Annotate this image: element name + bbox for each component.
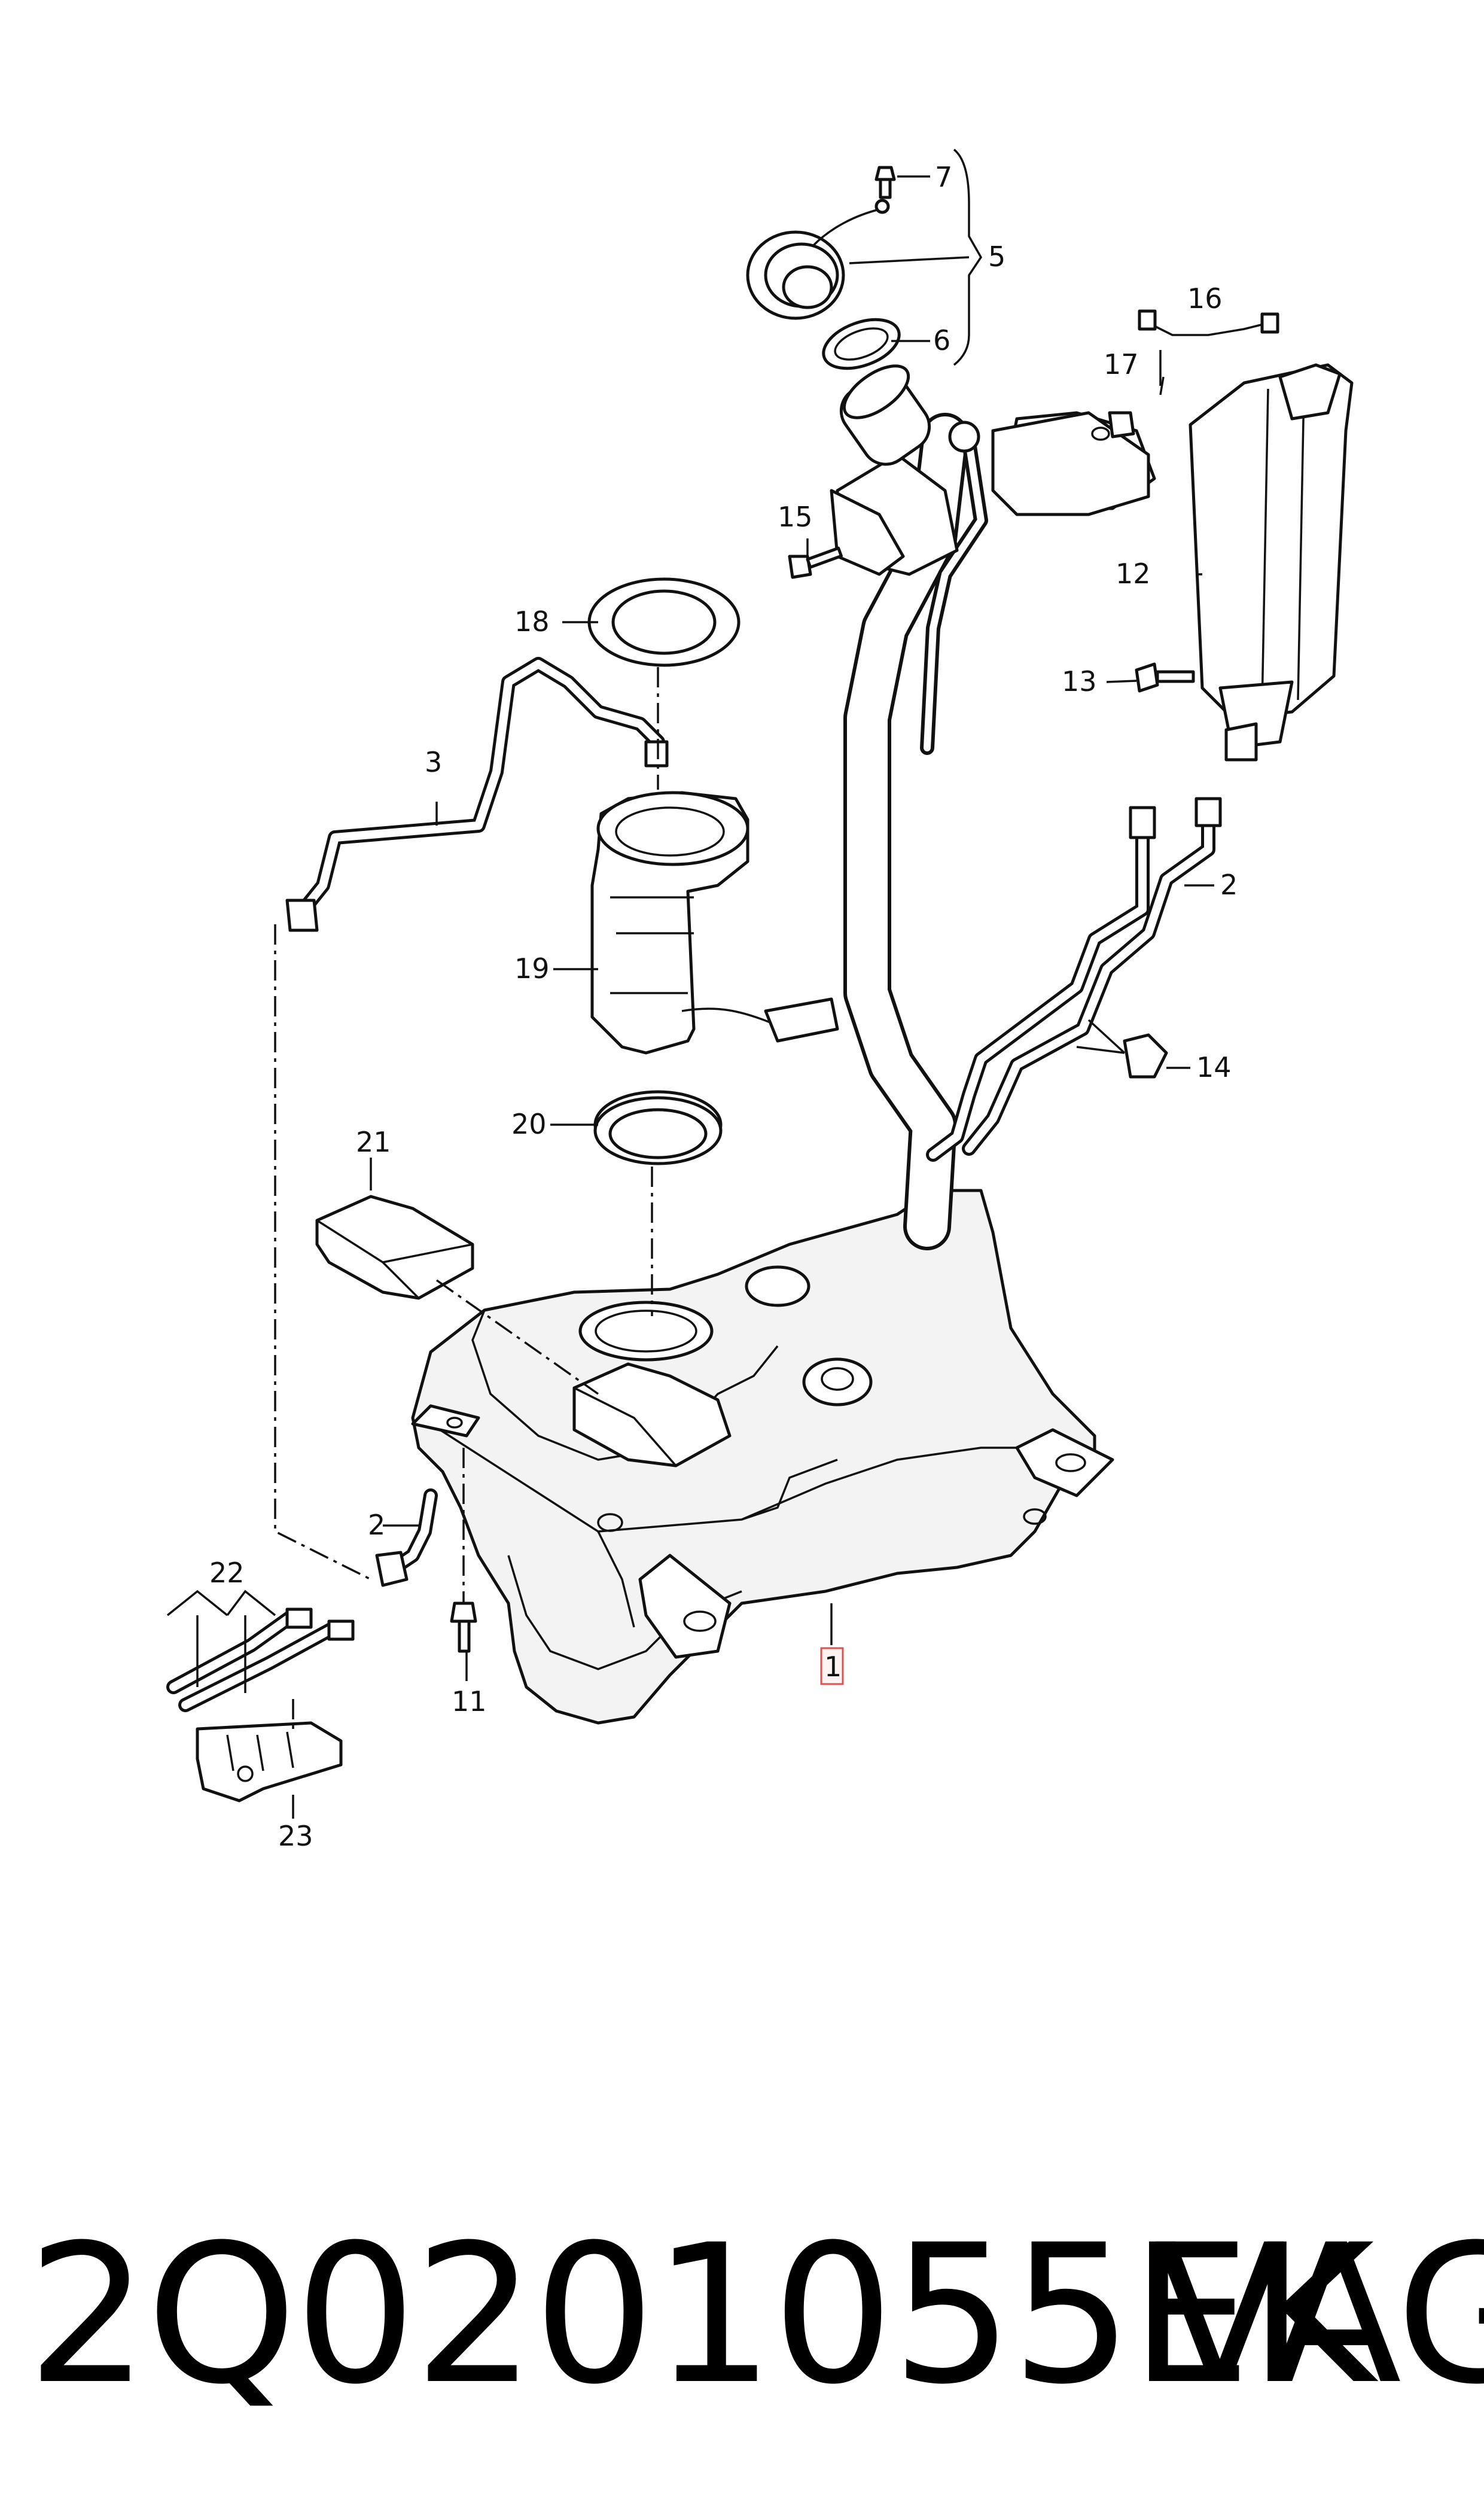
control-unit-holder — [572, 1362, 732, 1467]
callout-19: 19 — [514, 952, 550, 985]
fuel-tank — [411, 1189, 1114, 1725]
filler-bracket — [991, 411, 1150, 516]
wiring-16 — [1138, 309, 1279, 336]
brand-name: VAG — [1154, 2204, 1484, 2426]
locking-ring — [587, 577, 741, 667]
callout-2-top: 2 — [1220, 869, 1238, 901]
line-connectors — [166, 1607, 355, 1712]
fuel-cap-assembly — [746, 166, 901, 370]
callout-18: 18 — [514, 605, 550, 638]
fuel-pump-module — [590, 791, 839, 1055]
clip-14 — [1123, 1033, 1168, 1079]
callout-16: 16 — [1187, 282, 1223, 315]
charcoal-canister — [1189, 363, 1354, 762]
callout-6: 6 — [933, 324, 950, 357]
callout-7: 7 — [935, 161, 952, 193]
callout-20: 20 — [511, 1108, 547, 1140]
callout-11: 11 — [452, 1685, 487, 1718]
callout-17: 17 — [1104, 348, 1139, 380]
callout-5: 5 — [988, 240, 1005, 273]
assembly-line-ecu — [435, 1279, 599, 1395]
leader-lines — [166, 148, 1214, 1819]
part-number: 2Q0201055EK — [27, 2204, 1375, 2426]
bolt-11 — [450, 1601, 477, 1653]
callouts: 7 5 6 16 17 15 12 13 18 3 2 19 14 20 21 … — [209, 161, 1238, 1852]
callout-12: 12 — [1116, 558, 1151, 590]
fuel-supply-line — [285, 657, 669, 932]
callout-21: 21 — [356, 1126, 391, 1158]
callout-1: 1 — [824, 1651, 842, 1683]
nut-17 — [1108, 411, 1135, 439]
callout-1-box — [820, 1647, 844, 1685]
bolt-13 — [1135, 662, 1195, 693]
vent-lines — [375, 797, 1222, 1587]
bolt-15 — [788, 546, 843, 579]
callout-15: 15 — [778, 501, 813, 533]
callout-3: 3 — [425, 746, 442, 778]
callout-2-bottom: 2 — [368, 1509, 385, 1541]
control-unit — [315, 1195, 474, 1300]
callout-23: 23 — [278, 1820, 313, 1852]
line-holder — [196, 1721, 343, 1803]
callout-13: 13 — [1062, 665, 1097, 698]
callout-22: 22 — [209, 1557, 245, 1589]
callout-14: 14 — [1196, 1051, 1232, 1083]
pump-seal — [593, 1090, 723, 1165]
